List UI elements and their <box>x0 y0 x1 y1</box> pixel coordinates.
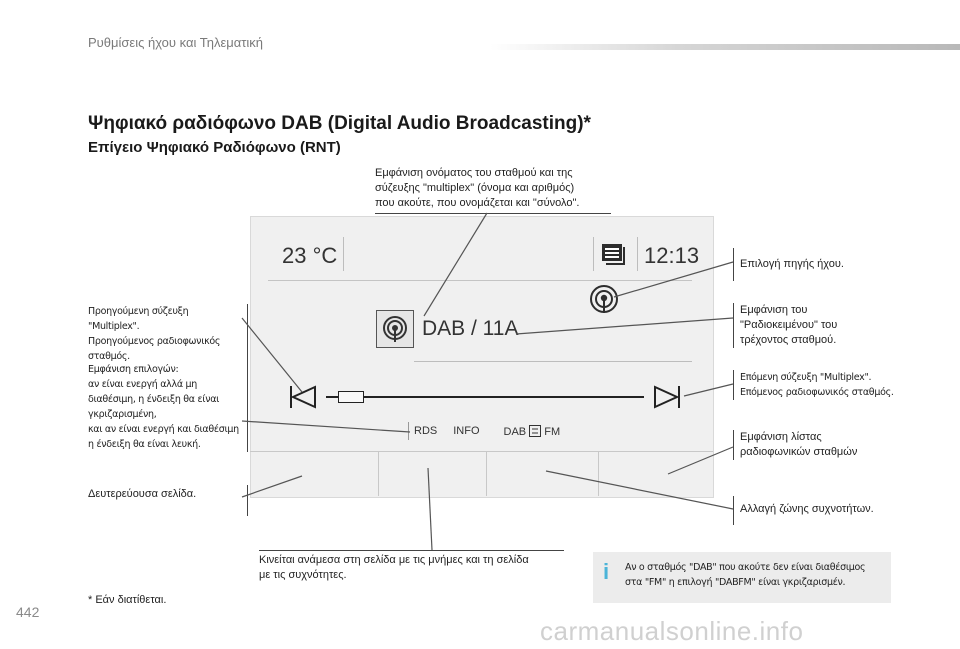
callout-secondary-page: Δευτερεύουσα σελίδα. <box>88 485 248 516</box>
callout-next: Επόμενη σύζευξη "Multiplex". Επόμενος ρα… <box>733 370 910 400</box>
bottom-button-3[interactable] <box>487 452 599 496</box>
menu-icon[interactable] <box>600 241 628 267</box>
info-note-box <box>593 552 891 603</box>
screen-divider <box>343 237 344 271</box>
callout-memory-frequency: Κινείται ανάμεσα στη σελίδα με τις μνήμε… <box>259 550 564 583</box>
bottom-bar-divider <box>250 451 713 452</box>
dab-fm-switch-icon <box>529 425 542 437</box>
callout-station-list: Εμφάνιση λίστας ραδιοφωνικών σταθμών <box>733 430 900 460</box>
callout-band-change: Αλλαγή ζώνης συχνοτήτων. <box>733 496 910 525</box>
options-separator <box>408 422 409 440</box>
callout-radiotext: Εμφάνιση του "Ραδιοκειμένου" του τρέχοντ… <box>733 303 900 348</box>
screen-divider <box>637 237 638 271</box>
antenna-source-icon[interactable] <box>588 283 620 315</box>
info-option[interactable]: INFO <box>453 425 480 437</box>
previous-station-icon[interactable] <box>288 384 318 410</box>
station-name: DAB / 11A <box>422 317 519 340</box>
bottom-button-1[interactable] <box>251 452 379 496</box>
callout-options: Εμφάνιση επιλογών: αν είναι ενεργή αλλά … <box>88 362 248 452</box>
dab-fm-option[interactable]: DAB FM <box>503 425 561 438</box>
callout-previous: Προηγούμενη σύζευξη "Multiplex". Προηγού… <box>88 304 248 364</box>
callout-audio-source: Επιλογή πηγής ήχου. <box>733 248 900 281</box>
header-divider <box>490 44 960 50</box>
frequency-slider-handle[interactable] <box>338 391 364 403</box>
station-underline <box>414 361 692 362</box>
next-station-icon[interactable] <box>652 384 682 410</box>
screen-divider <box>593 237 594 271</box>
temperature-display: 23 °C <box>282 243 338 268</box>
footnote: * Εάν διατίθεται. <box>88 594 167 606</box>
info-icon: i <box>603 559 610 584</box>
watermark: carmanualsonline.info <box>540 616 804 646</box>
page-number: 442 <box>16 604 40 620</box>
screen-top-divider <box>268 280 692 281</box>
page-title: Ψηφιακό ραδιόφωνο DAB (Digital Audio Bro… <box>88 113 591 134</box>
radio-signal-icon <box>383 316 407 342</box>
page-subtitle: Επίγειο Ψηφιακό Ραδιόφωνο (RNT) <box>88 139 341 156</box>
frequency-slider-track[interactable] <box>326 396 644 398</box>
callout-station-name: Εμφάνιση ονόματος του σταθμού και της σύ… <box>375 166 611 214</box>
options-bar: RDS INFO DAB FM <box>414 425 560 438</box>
section-title: Ρυθμίσεις ήχου και Τηλεματική <box>88 35 264 50</box>
clock-display: 12:13 <box>644 243 700 268</box>
bottom-button-2[interactable] <box>379 452 487 496</box>
info-note-text: Αν ο σταθμός "DAB" που ακούτε δεν είναι … <box>625 562 866 588</box>
rds-option[interactable]: RDS <box>414 425 438 437</box>
